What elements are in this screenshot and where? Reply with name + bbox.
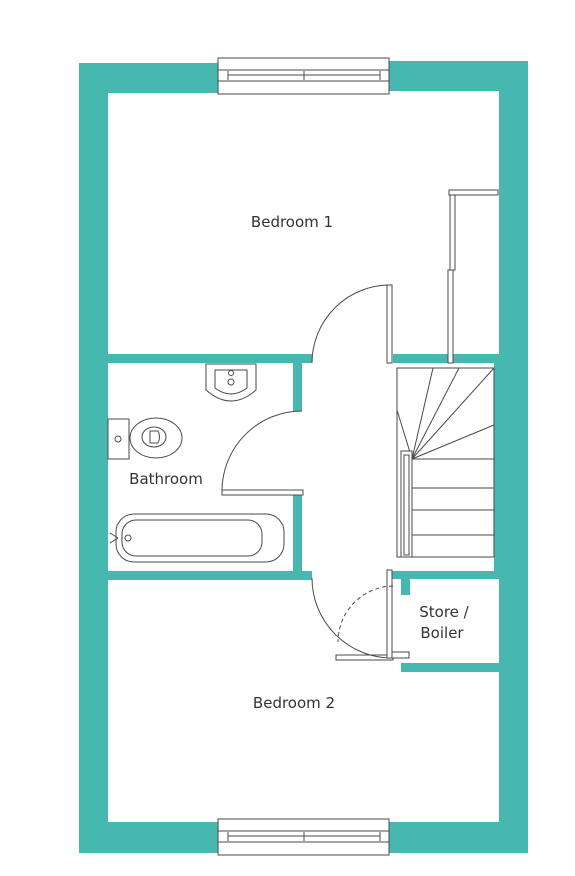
basin — [205, 363, 257, 402]
bathroom-label: Bathroom — [129, 470, 203, 488]
wall-bottom-right — [389, 822, 528, 853]
staircase — [396, 367, 495, 558]
wall-left — [79, 63, 108, 853]
window-top — [217, 57, 390, 95]
bedroom1-label: Bedroom 1 — [251, 213, 333, 231]
window-bottom — [217, 818, 390, 856]
door-store — [337, 569, 410, 659]
wall-store-left — [401, 579, 410, 595]
wall-bath-right-lower — [293, 494, 302, 576]
wall-stair-right — [494, 363, 499, 571]
door-bathroom — [221, 410, 304, 496]
bath — [109, 513, 285, 563]
wall-bath-right-upper — [293, 363, 302, 411]
wall-bath-bed2 — [108, 571, 312, 580]
door-bedroom1 — [311, 284, 393, 364]
wall-bottom-left — [79, 822, 218, 853]
outer-walls — [79, 61, 528, 853]
bedroom2-label: Bedroom 2 — [253, 694, 335, 712]
wall-bed1-stair — [393, 354, 499, 363]
wall-stair-store — [392, 571, 499, 579]
store-label-line1: Store / — [419, 603, 469, 621]
store-label-line2: Boiler — [420, 624, 464, 642]
wall-store-bottom — [401, 663, 499, 672]
wall-bed1-bath — [108, 354, 312, 363]
internal-walls — [108, 354, 499, 672]
wall-right — [499, 61, 528, 853]
toilet — [107, 417, 183, 460]
door-bedroom2 — [311, 577, 394, 661]
wardrobe — [447, 189, 499, 364]
